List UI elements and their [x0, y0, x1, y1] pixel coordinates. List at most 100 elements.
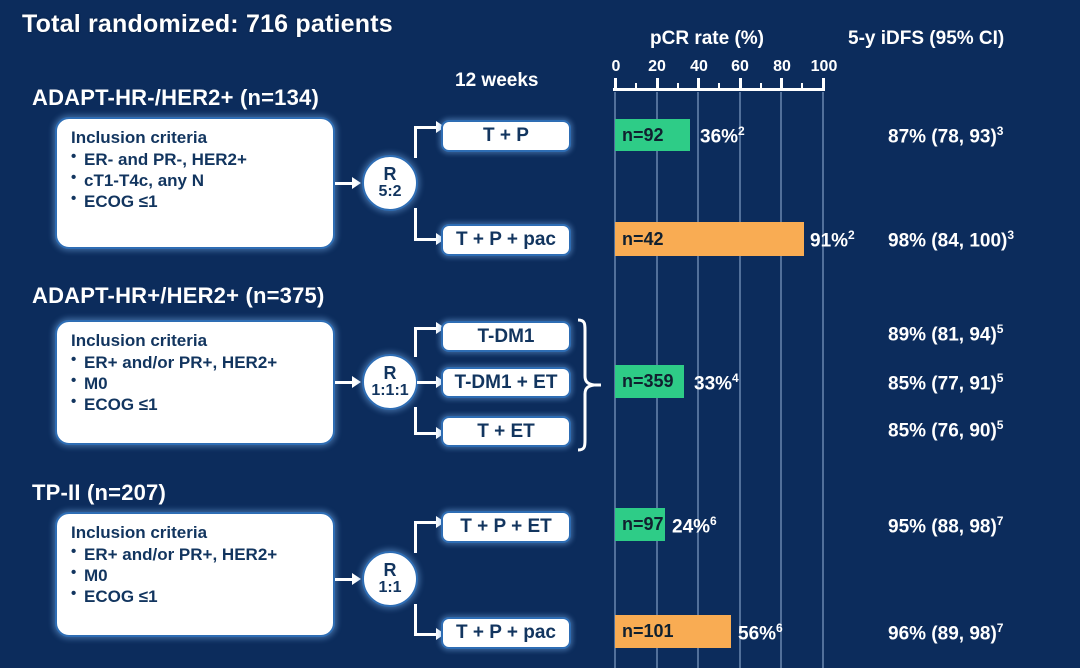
criteria-item: ECOG ≤1	[71, 585, 321, 607]
criteria-list: ER+ and/or PR+, HER2+ M0 ECOG ≤1	[71, 543, 321, 608]
bar-n-label: n=359	[622, 371, 674, 391]
criteria-list: ER+ and/or PR+, HER2+ M0 ECOG ≤1	[71, 351, 321, 416]
criteria-item: cT1-T4c, any N	[71, 169, 321, 191]
idfs-value-cohort1-arm2: 98% (84, 100)3	[888, 228, 1015, 252]
gridline-80	[780, 92, 782, 668]
pcr-bar-cohort2-pooled: n=359	[615, 365, 684, 398]
connector-line	[414, 521, 417, 553]
idfs-value-cohort3-arm1: 95% (88, 98)7	[888, 514, 1004, 538]
criteria-item: ER+ and/or PR+, HER2+	[71, 351, 321, 373]
randomization-ratio: 1:1:1	[371, 381, 409, 399]
axis-tick-30	[677, 83, 679, 89]
randomization-node-cohort-1: R 5:2	[362, 155, 418, 211]
connector-line	[414, 604, 417, 636]
connector-line	[414, 432, 439, 435]
connector-line	[414, 327, 417, 357]
randomization-node-cohort-2: R 1:1:1	[362, 354, 418, 410]
criteria-item: ECOG ≤1	[71, 190, 321, 212]
pcr-bar-cohort1-arm2: n=42	[615, 222, 804, 256]
idfs-value-cohort3-arm2: 96% (89, 98)7	[888, 621, 1004, 645]
randomization-ratio: 5:2	[378, 182, 402, 200]
criteria-title: Inclusion criteria	[71, 523, 208, 542]
axis-tick-60	[739, 78, 742, 89]
connector-line	[414, 208, 417, 241]
timeline-label: 12 weeks	[455, 70, 539, 91]
idfs-value-cohort2-arm2: 85% (77, 91)5	[888, 371, 1004, 395]
bar-n-label: n=101	[622, 621, 674, 641]
axis-label-0: 0	[611, 58, 621, 75]
axis-tick-80	[780, 78, 783, 89]
axis-label-20: 20	[648, 58, 666, 75]
idfs-column-header: 5-y iDFS (95% CI)	[848, 28, 1005, 49]
connector-line	[335, 578, 355, 581]
treatment-arm-t-p-et: T + P + ET	[441, 511, 571, 543]
criteria-title: Inclusion criteria	[71, 128, 208, 147]
idfs-value-cohort2-arm3: 85% (76, 90)5	[888, 418, 1004, 442]
pcr-value-cohort3-arm2: 56%6	[738, 621, 783, 645]
page-title: Total randomized: 716 patients	[22, 10, 393, 38]
treatment-arm-t-et: T + ET	[441, 416, 571, 447]
connector-line	[335, 381, 355, 384]
axis-tick-40	[697, 78, 700, 89]
inclusion-criteria-box-cohort-2: Inclusion criteria ER+ and/or PR+, HER2+…	[55, 320, 335, 445]
connector-line	[414, 126, 417, 158]
axis-tick-10	[635, 83, 637, 89]
axis-tick-20	[656, 78, 659, 89]
treatment-arm-tdm1-et: T-DM1 + ET	[441, 367, 571, 398]
connector-arrow-icon	[436, 516, 445, 528]
connector-arrow-icon	[352, 376, 361, 388]
axis-tick-50	[718, 83, 720, 89]
axis-baseline	[613, 88, 825, 91]
connector-arrow-icon	[436, 628, 445, 640]
treatment-arm-t-p-pac-2: T + P + pac	[441, 617, 571, 649]
idfs-value-cohort1-arm1: 87% (78, 93)3	[888, 124, 1004, 148]
criteria-item: ECOG ≤1	[71, 393, 321, 415]
pcr-value-cohort2-pooled: 33%4	[694, 371, 739, 395]
randomization-node-cohort-3: R 1:1	[362, 551, 418, 607]
pcr-value-cohort1-arm2: 91%2	[810, 228, 855, 252]
connector-line	[414, 521, 439, 524]
inclusion-criteria-box-cohort-1: Inclusion criteria ER- and PR-, HER2+ cT…	[55, 117, 335, 249]
connector-arrow-icon	[436, 322, 445, 334]
connector-line	[417, 381, 439, 384]
cohort-title-adapt-hr-pos: ADAPT-HR+/HER2+ (n=375)	[32, 283, 325, 308]
pcr-value-cohort1-arm1: 36%2	[700, 124, 745, 148]
cohort-title-tp-ii: TP-II (n=207)	[32, 480, 167, 505]
bar-n-label: n=42	[622, 228, 664, 249]
axis-tick-70	[760, 83, 762, 89]
inclusion-criteria-box-cohort-3: Inclusion criteria ER+ and/or PR+, HER2+…	[55, 512, 335, 637]
connector-line	[414, 327, 439, 330]
connector-arrow-icon	[352, 177, 361, 189]
gridline-40	[697, 92, 699, 668]
pcr-bar-cohort3-arm2: n=101	[615, 615, 731, 648]
gridline-100	[822, 92, 824, 668]
pooled-brace-icon	[574, 318, 602, 457]
pcr-bar-cohort1-arm1: n=92	[615, 119, 690, 151]
bar-n-label: n=92	[622, 124, 664, 145]
criteria-item: ER- and PR-, HER2+	[71, 148, 321, 170]
criteria-item: ER+ and/or PR+, HER2+	[71, 543, 321, 565]
treatment-arm-tdm1: T-DM1	[441, 321, 571, 352]
treatment-arm-t-p-pac: T + P + pac	[441, 224, 571, 256]
axis-tick-100	[822, 78, 825, 89]
cohort-title-adapt-hr-neg: ADAPT-HR-/HER2+ (n=134)	[32, 85, 319, 110]
randomization-ratio: 1:1	[378, 578, 402, 596]
axis-label-80: 80	[773, 58, 791, 75]
connector-arrow-icon	[352, 573, 361, 585]
idfs-value-cohort2-arm1: 89% (81, 94)5	[888, 322, 1004, 346]
randomization-letter: R	[383, 164, 397, 185]
connector-line	[414, 126, 439, 129]
pcr-value-cohort3-arm1: 24%6	[672, 514, 717, 538]
gridline-60	[739, 92, 741, 668]
randomization-letter: R	[383, 560, 397, 581]
criteria-item: M0	[71, 372, 321, 394]
connector-arrow-icon	[436, 233, 445, 245]
criteria-item: M0	[71, 564, 321, 586]
connector-line	[414, 238, 439, 241]
bar-n-label: n=97	[622, 514, 664, 534]
connector-arrow-icon	[436, 121, 445, 133]
connector-line	[414, 633, 439, 636]
criteria-list: ER- and PR-, HER2+ cT1-T4c, any N ECOG ≤…	[71, 148, 321, 213]
connector-line	[335, 182, 355, 185]
